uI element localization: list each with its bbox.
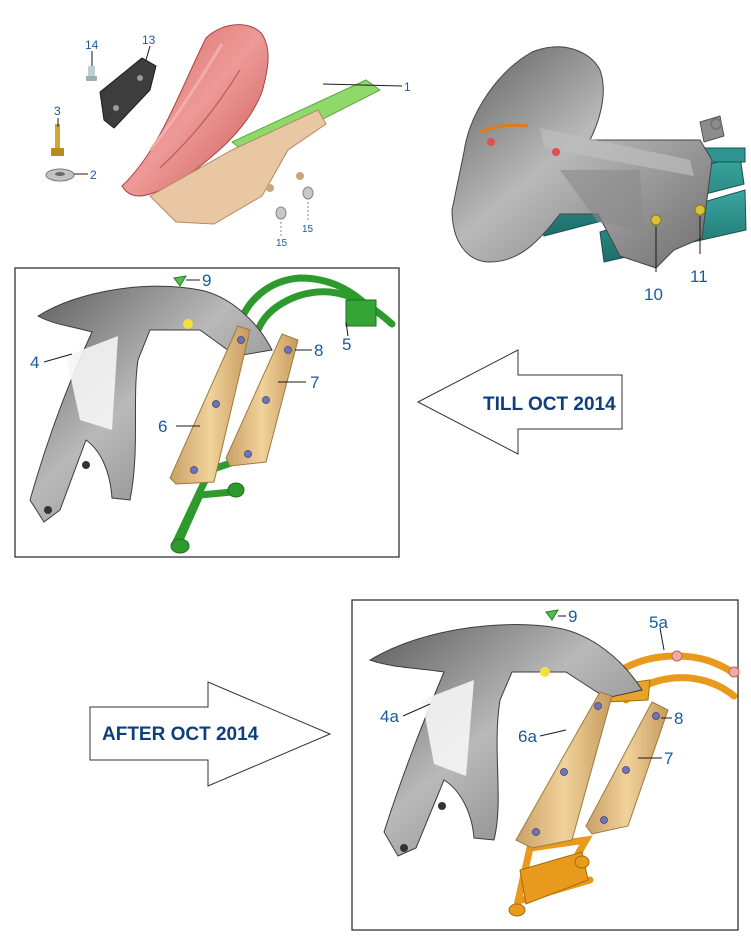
callout-8: 8 [314,341,323,360]
panel-after-oct-2014: 9 4a 5a 6a 7 8 [351,599,740,931]
callout-4a: 4a [380,707,399,726]
callout-13: 13 [142,33,156,47]
callout-15-left: 15 [276,238,288,249]
grommet-15-right [302,186,314,200]
callout-2: 2 [90,168,97,182]
screw-10 [650,214,662,226]
callout-9-after: 9 [568,607,577,626]
assembled-view: 10 11 [451,46,747,304]
arrow-till-label: TILL OCT 2014 [483,394,616,415]
callout-6a: 6a [518,727,537,746]
bolt-3 [51,124,64,156]
callout-14: 14 [85,38,99,52]
clip-9 [173,275,187,287]
grommet-15-left [275,206,287,220]
hugger-tan-bracket [149,109,327,225]
callout-1: 1 [404,80,411,94]
callout-7-after: 7 [664,749,673,768]
callout-15-right: 15 [302,224,314,235]
callout-10: 10 [644,285,663,304]
panel-till-oct-2014: 9 4 5 6 7 8 [14,267,400,558]
assembled-fender [451,46,713,269]
washer-2 [45,168,75,182]
callout-4: 4 [30,353,39,372]
exploded-view: 1 2 3 13 14 15 15 [45,24,411,249]
callout-7: 7 [310,373,319,392]
callout-11: 11 [690,267,708,286]
arrow-till-oct-2014: TILL OCT 2014 [416,349,623,455]
arrow-after-label: AFTER OCT 2014 [102,724,259,745]
callout-6: 6 [158,417,167,436]
screw-14 [86,66,97,81]
plate-6 [169,325,251,485]
callout-3: 3 [54,104,61,118]
hugger-fender [121,24,269,197]
screw-11 [694,204,706,216]
callout-8-after: 8 [674,709,683,728]
mounting-plate [99,57,157,129]
callout-9: 9 [202,271,211,290]
plate-7 [225,333,299,467]
callout-5: 5 [342,335,351,354]
arrow-after-oct-2014: AFTER OCT 2014 [89,681,332,787]
clip-9-after [545,609,559,621]
callout-5a: 5a [649,613,668,632]
